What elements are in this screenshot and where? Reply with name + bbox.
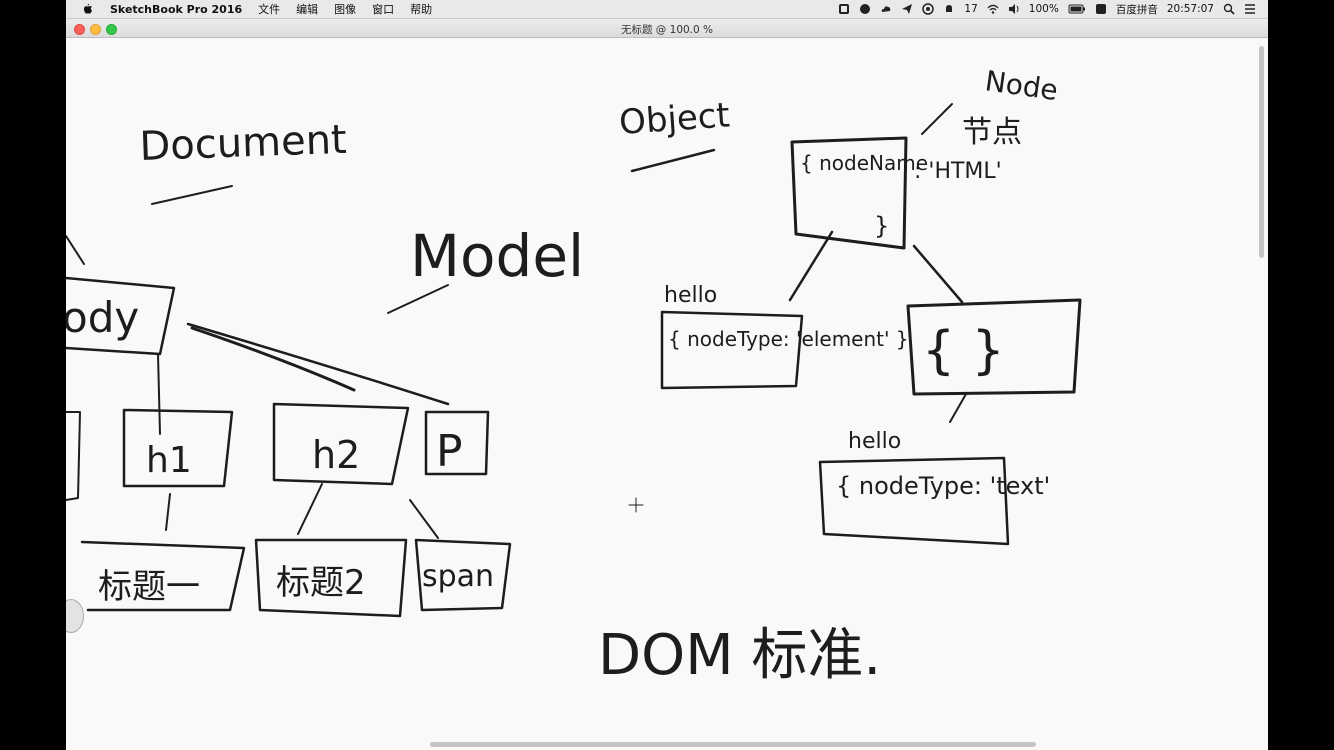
notification-count: 17 <box>964 3 978 15</box>
edge-body-h1 <box>157 353 161 435</box>
sketch-layer: Document Model Object Node 节点 ody h1 h2 … <box>66 64 1082 688</box>
box-title2 <box>254 538 408 618</box>
edge-html-element <box>788 230 834 302</box>
box-element-node <box>660 310 804 390</box>
label-element-node: { nodeType: 'element' } <box>668 327 909 351</box>
crosshair-cursor-icon <box>628 497 644 513</box>
vertical-scrollbar[interactable] <box>1259 46 1264 258</box>
box-body <box>66 276 176 356</box>
battery-icon[interactable] <box>1068 3 1086 15</box>
label-html-node-value: : 'HTML' <box>914 159 1002 184</box>
label-h2: h2 <box>312 433 360 477</box>
app-name-menu[interactable]: SketchBook Pro 2016 <box>110 2 243 16</box>
label-html-node-key: { nodeName <box>800 151 928 175</box>
bell-icon[interactable] <box>943 3 955 15</box>
box-html-node <box>790 136 908 250</box>
qq-icon[interactable] <box>859 3 871 15</box>
clock[interactable]: 20:57:07 <box>1166 3 1214 15</box>
box-p <box>424 410 490 476</box>
zoom-window-button[interactable] <box>106 24 117 35</box>
close-window-button[interactable] <box>74 24 85 35</box>
minimize-window-button[interactable] <box>90 24 101 35</box>
edge-h1-title1 <box>165 493 171 531</box>
box-text-node <box>818 456 1010 546</box>
box-h2 <box>272 402 410 486</box>
box-h1 <box>122 408 234 488</box>
edge-p-span <box>409 499 439 539</box>
menu-file[interactable]: 文件 <box>258 3 281 16</box>
label-node: Node <box>983 64 1060 107</box>
label-html-node-close: } <box>874 212 889 240</box>
label-document: Document <box>139 117 348 170</box>
label-hello-text: hello <box>848 429 901 454</box>
label-title1: 标题一 <box>98 567 200 607</box>
line-root-body <box>66 235 85 265</box>
cloud-icon[interactable] <box>880 3 892 15</box>
list-icon[interactable] <box>1244 3 1256 15</box>
pointer-node <box>921 103 953 135</box>
underline-model <box>387 284 449 314</box>
label-object: Object <box>618 95 731 143</box>
menu-help[interactable]: 帮助 <box>410 3 433 16</box>
status-area: 17 100% 百度拼音 20:57:07 <box>838 2 1268 17</box>
menu-window[interactable]: 窗口 <box>372 3 395 16</box>
underline-document <box>151 185 233 205</box>
label-node-cn: 节点 <box>962 115 1022 150</box>
label-body: ody <box>66 293 139 342</box>
label-dom-standard: DOM 标准. <box>598 623 881 688</box>
menu-edit[interactable]: 编辑 <box>296 3 319 16</box>
edge-body-p <box>186 322 450 406</box>
edge-html-empty <box>912 244 964 304</box>
label-model: Model <box>410 222 584 290</box>
edge-body-h2 <box>190 326 356 392</box>
edge-empty-text <box>949 393 967 423</box>
input-method-icon[interactable] <box>1095 3 1107 15</box>
horizontal-scrollbar[interactable] <box>430 742 1036 747</box>
wifi-icon[interactable] <box>987 3 999 15</box>
underline-object <box>630 148 716 173</box>
edge-h2-title2 <box>297 483 323 535</box>
box-title1 <box>80 540 246 612</box>
box-span <box>414 538 512 612</box>
label-p: P <box>436 426 463 477</box>
label-span: span <box>422 559 494 594</box>
input-method-label[interactable]: 百度拼音 <box>1115 3 1158 16</box>
box-empty-node <box>906 298 1082 396</box>
grid-icon[interactable] <box>838 3 850 15</box>
label-hello-element: hello <box>664 283 717 308</box>
drawing-canvas[interactable]: Document Model Object Node 节点 ody h1 h2 … <box>66 38 1268 750</box>
menu-bar: SketchBook Pro 2016 文件 编辑 图像 窗口 帮助 17 10… <box>66 0 1268 19</box>
label-h1: h1 <box>146 440 192 481</box>
label-text-node: { nodeType: 'text' <box>836 472 1050 500</box>
battery-percent: 100% <box>1028 3 1059 15</box>
label-empty-node: { } <box>922 321 1005 381</box>
box-partial-left <box>66 411 81 501</box>
menu-image[interactable]: 图像 <box>334 3 357 16</box>
label-title2: 标题2 <box>276 563 366 603</box>
window-title: 无标题 @ 100.0 % <box>620 24 714 36</box>
apple-icon[interactable] <box>82 3 94 15</box>
window-titlebar: 无标题 @ 100.0 % <box>66 19 1268 38</box>
search-icon[interactable] <box>1223 3 1235 15</box>
send-icon[interactable] <box>901 3 913 15</box>
volume-icon[interactable] <box>1008 3 1020 15</box>
wechat-icon[interactable] <box>922 3 935 15</box>
